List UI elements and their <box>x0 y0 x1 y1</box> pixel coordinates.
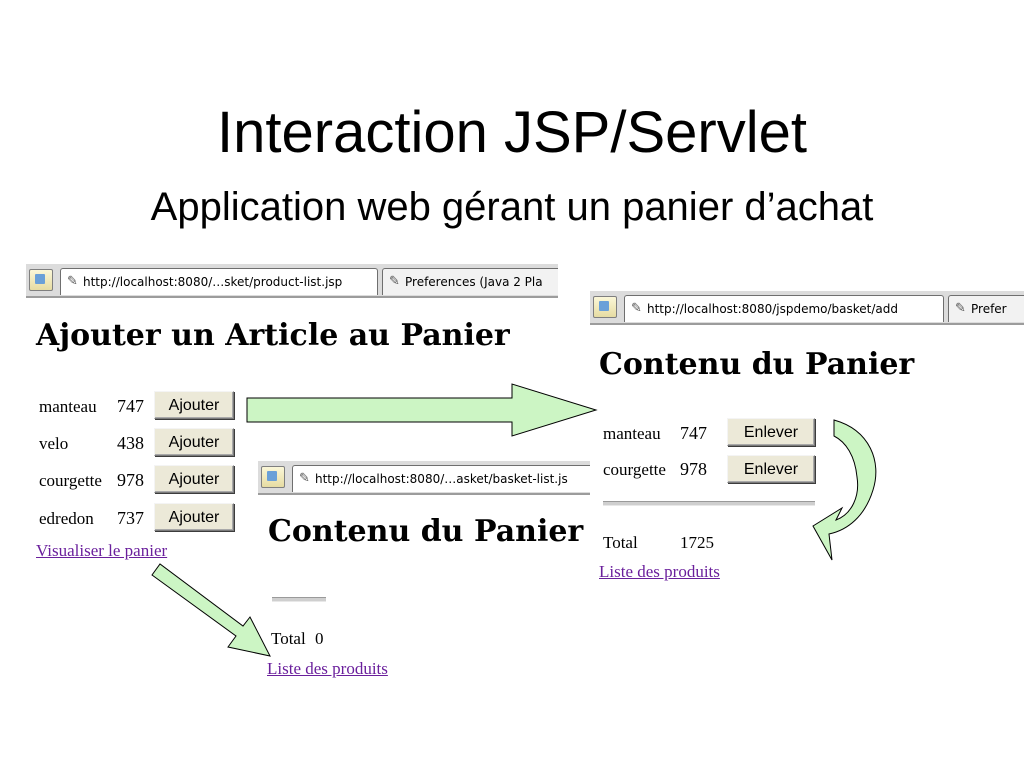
slide-title: Interaction JSP/Servlet <box>217 100 807 165</box>
item-name: edredon <box>39 509 94 528</box>
product-list-link[interactable]: Liste des produits <box>599 562 720 581</box>
add-button[interactable]: Ajouter <box>154 465 234 493</box>
remove-button[interactable]: Enlever <box>727 418 815 446</box>
add-button[interactable]: Ajouter <box>154 503 234 531</box>
page-heading: Ajouter un Article au Panier <box>36 318 510 353</box>
item-name: velo <box>39 434 69 453</box>
total-label: Total <box>603 533 638 552</box>
tab-basket-add[interactable]: ✎ http://localhost:8080/jspdemo/basket/a… <box>624 295 944 322</box>
item-qty: 737 <box>117 508 144 528</box>
item-name: manteau <box>39 397 97 416</box>
tab-label: Prefer <box>971 302 1007 316</box>
tab-preferences[interactable]: ✎ Prefer <box>948 295 1024 322</box>
empty-basket-window: ✎ http://localhost:8080/…asket/basket-li… <box>258 461 590 741</box>
item-name: courgette <box>603 460 666 479</box>
item-name: manteau <box>603 424 661 443</box>
item-qty: 978 <box>117 470 144 490</box>
divider <box>272 597 326 602</box>
page-tab-icon: ✎ <box>67 274 78 289</box>
tab-preferences[interactable]: ✎ Preferences (Java 2 Pla <box>382 268 558 295</box>
basket-window: ✎ http://localhost:8080/jspdemo/basket/a… <box>590 291 1024 643</box>
tab-label: http://localhost:8080/…sket/product-list… <box>83 275 343 289</box>
home-tab-icon[interactable] <box>29 269 53 291</box>
item-qty: 438 <box>117 433 144 453</box>
total-value: 1725 <box>680 533 714 552</box>
slide-subtitle: Application web gérant un panier d’achat <box>150 185 874 229</box>
product-list-link[interactable]: Liste des produits <box>267 659 388 678</box>
tab-label: http://localhost:8080/jspdemo/basket/add <box>647 302 898 316</box>
tab-basket-list[interactable]: ✎ http://localhost:8080/…asket/basket-li… <box>292 465 590 492</box>
page-heading: Contenu du Panier <box>599 347 915 382</box>
add-button[interactable]: Ajouter <box>154 391 234 419</box>
item-qty: 747 <box>680 423 707 443</box>
item-qty: 747 <box>117 396 144 416</box>
page-tab-icon: ✎ <box>299 471 310 486</box>
remove-button[interactable]: Enlever <box>727 455 815 483</box>
view-basket-link[interactable]: Visualiser le panier <box>36 541 168 560</box>
total-label: Total <box>271 629 306 648</box>
page-tab-icon: ✎ <box>955 301 966 316</box>
item-name: courgette <box>39 471 102 490</box>
page-tab-icon: ✎ <box>389 274 400 289</box>
tab-bar: ✎ http://localhost:8080/…sket/product-li… <box>26 264 558 298</box>
tab-bar: ✎ http://localhost:8080/jspdemo/basket/a… <box>590 291 1024 325</box>
tab-label: Preferences (Java 2 Pla <box>405 275 543 289</box>
total-value: 0 <box>315 629 324 648</box>
add-button[interactable]: Ajouter <box>154 428 234 456</box>
tab-product-list[interactable]: ✎ http://localhost:8080/…sket/product-li… <box>60 268 378 295</box>
tab-label: http://localhost:8080/…asket/basket-list… <box>315 472 568 486</box>
page-tab-icon: ✎ <box>631 301 642 316</box>
tab-bar: ✎ http://localhost:8080/…asket/basket-li… <box>258 461 590 495</box>
home-tab-icon[interactable] <box>261 466 285 488</box>
home-tab-icon[interactable] <box>593 296 617 318</box>
page-heading: Contenu du Panier <box>268 514 584 549</box>
item-qty: 978 <box>680 459 707 479</box>
divider <box>603 501 815 506</box>
